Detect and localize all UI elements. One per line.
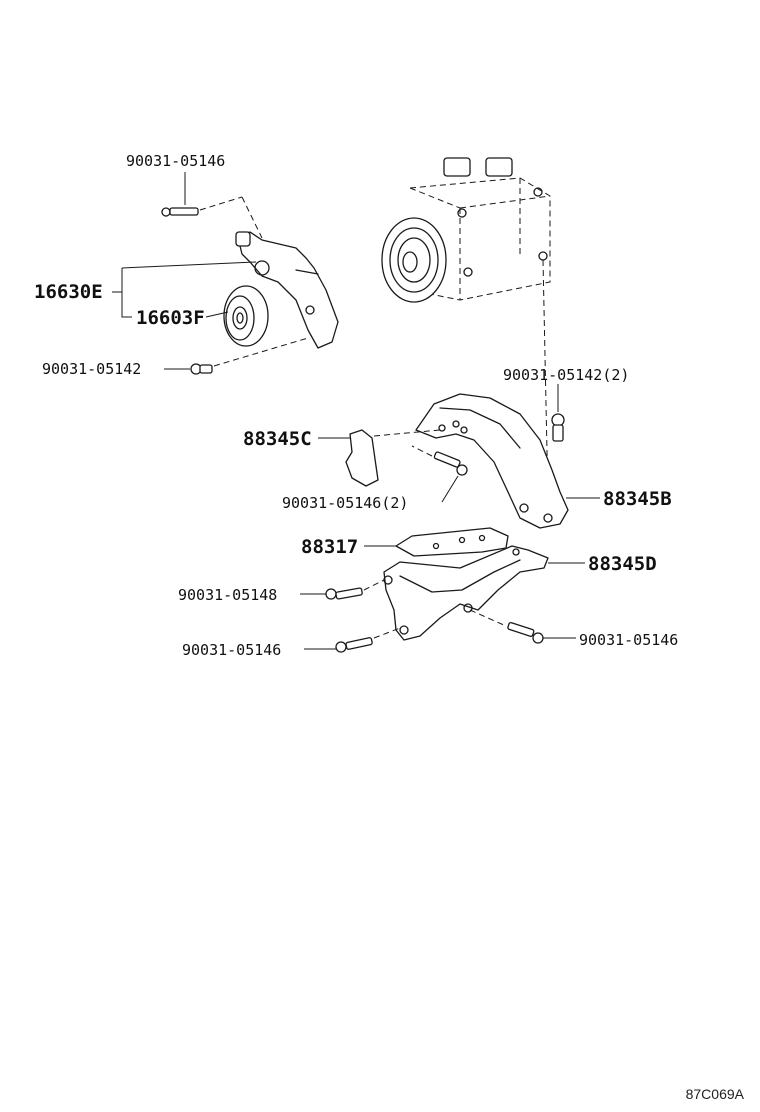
bolt-top xyxy=(161,172,263,239)
idler-bracket xyxy=(235,231,339,349)
label-bolt-2-right: 90031-05142(2) xyxy=(503,366,629,384)
label-bolt-bottom-left: 90031-05146 xyxy=(182,641,281,659)
label-bracket-c: 88345C xyxy=(243,428,312,450)
bolt-2-right xyxy=(551,384,565,442)
label-bolt-top: 90031-05146 xyxy=(126,152,225,170)
bolt-bottom-right xyxy=(469,609,576,644)
bolt-bottom-left xyxy=(304,627,401,653)
bracket-b xyxy=(373,393,569,529)
label-idler-pulley: 16603F xyxy=(136,307,205,329)
bracket-c xyxy=(345,429,379,487)
label-bracket-b: 88345B xyxy=(603,488,672,510)
bolt-05148 xyxy=(300,579,385,600)
figure-reference: 87C069A xyxy=(685,1086,744,1102)
compressor xyxy=(381,157,551,501)
label-bracket-d: 88345D xyxy=(588,553,657,575)
label-bolt-bottom-right: 90031-05146 xyxy=(579,631,678,649)
label-bracket-assy: 16630E xyxy=(34,281,103,303)
bolt-2-mid xyxy=(411,445,468,503)
idler-pulley xyxy=(223,285,269,347)
label-plate: 88317 xyxy=(301,536,358,558)
label-bolt-2-mid: 90031-05146(2) xyxy=(282,494,408,512)
label-bolt-05148: 90031-05148 xyxy=(178,586,277,604)
bracket-d xyxy=(383,545,549,641)
bolt-lower-left xyxy=(164,337,309,375)
plate xyxy=(395,527,509,557)
label-bolt-lower-left: 90031-05142 xyxy=(42,360,141,378)
